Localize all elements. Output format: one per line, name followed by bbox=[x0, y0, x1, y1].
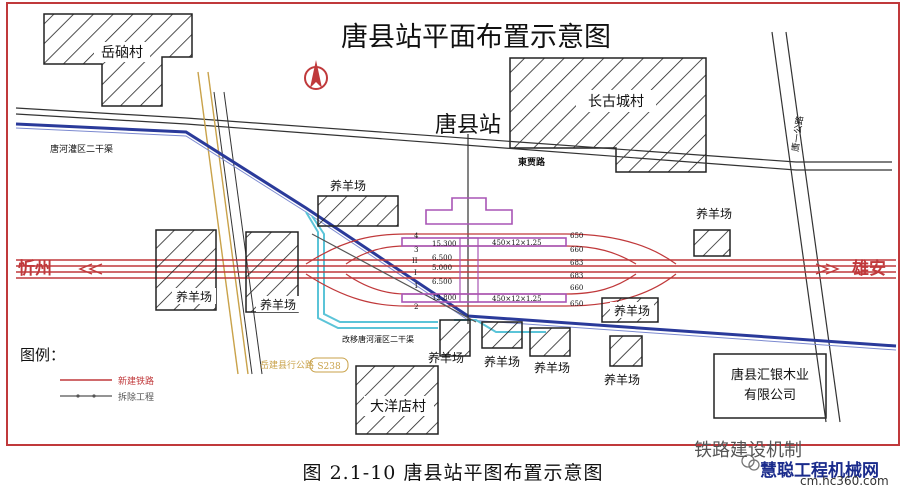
svg-text:养羊场: 养羊场 bbox=[260, 297, 296, 312]
direction-right: 雄安 bbox=[851, 258, 886, 279]
company-name-line1: 唐县汇银木业 bbox=[731, 367, 809, 383]
svg-text:养羊场: 养羊场 bbox=[696, 206, 732, 221]
svg-text:15.300: 15.300 bbox=[432, 240, 457, 248]
svg-text:650: 650 bbox=[570, 300, 583, 308]
track-left-numbers: 4 3 II I 1 2 bbox=[412, 232, 419, 311]
svg-text:1: 1 bbox=[414, 282, 418, 290]
sheep-farm-9: 养羊场 bbox=[604, 335, 643, 387]
county-road-code: S238 bbox=[317, 362, 341, 372]
legend-title: 图例： bbox=[20, 346, 65, 364]
svg-text:养羊场: 养羊场 bbox=[330, 178, 366, 193]
company-block: 唐县汇银木业 有限公司 bbox=[713, 353, 827, 419]
svg-text:660: 660 bbox=[570, 284, 583, 292]
figure-caption: 图 2.1-10 唐县站平图布置示意图 bbox=[302, 462, 604, 484]
svg-text:12.800: 12.800 bbox=[432, 294, 457, 302]
sheep-farm-6: 养羊场 bbox=[428, 319, 471, 365]
legend-item-demolition: 拆除工程 bbox=[118, 391, 154, 403]
sheep-farm-5: 养羊场 bbox=[601, 297, 659, 323]
svg-text:6.500: 6.500 bbox=[432, 254, 452, 262]
svg-text:养羊场: 养羊场 bbox=[428, 350, 464, 365]
svg-text:650: 650 bbox=[570, 232, 583, 240]
village-yuetian-label: 岳硇村 bbox=[101, 45, 143, 61]
watermark-line2: 慧聪工程机械网 bbox=[760, 461, 879, 481]
sheep-farm-7: 养羊场 bbox=[481, 321, 523, 369]
village-changgu: 长古城村 bbox=[509, 57, 707, 173]
mid-road-label: 東贾路 bbox=[518, 156, 546, 168]
sheep-farm-3: 养羊场 bbox=[317, 178, 399, 227]
svg-text:683: 683 bbox=[570, 259, 583, 267]
svg-text:5.000: 5.000 bbox=[432, 264, 452, 272]
svg-text:养羊场: 养羊场 bbox=[484, 354, 520, 369]
svg-text:3: 3 bbox=[414, 246, 418, 254]
svg-text:2: 2 bbox=[414, 303, 418, 311]
north-arrow-icon bbox=[304, 60, 328, 90]
track-right-numbers: 650 660 683 683 660 650 bbox=[570, 232, 583, 308]
canal-new-label: 改移唐河灌区二干渠 bbox=[342, 334, 414, 344]
svg-text:I: I bbox=[414, 269, 417, 277]
svg-text:660: 660 bbox=[570, 246, 583, 254]
station-layout-map: 唐县站平面布置示意图 岳硇村 长古城村 大洋店村 唐县汇银木业 有限公司 bbox=[6, 2, 900, 446]
svg-text:6.500: 6.500 bbox=[432, 278, 452, 286]
platform-top-dimension: 450×12×1.25 bbox=[492, 239, 542, 247]
station-building bbox=[425, 197, 513, 225]
upper-road bbox=[15, 107, 892, 171]
svg-text:4: 4 bbox=[414, 232, 419, 240]
svg-text:养羊场: 养羊场 bbox=[534, 360, 570, 375]
canal-old-label: 唐河灌区二干渠 bbox=[50, 143, 113, 155]
platform-top bbox=[401, 237, 567, 247]
diagram-title: 唐县站平面布置示意图 bbox=[341, 22, 611, 53]
legend-item-new-rail: 新建铁路 bbox=[118, 375, 154, 387]
platform-bottom bbox=[401, 293, 567, 303]
track-spacing-values: 15.300 6.500 5.000 6.500 12.800 bbox=[432, 240, 457, 302]
sheep-farm-2: 养羊场 bbox=[245, 231, 300, 313]
sheep-farm-8: 养羊场 bbox=[529, 327, 571, 375]
direction-left: 忻州 bbox=[18, 258, 52, 279]
watermark-line1: 铁路建设机制 bbox=[694, 440, 802, 461]
legend: 图例： 新建铁路 拆除工程 bbox=[20, 346, 154, 403]
village-dayang-label: 大洋店村 bbox=[370, 399, 426, 415]
county-road-label: 岳建县行公路 bbox=[260, 359, 314, 371]
watermark-line3: cm.hc360.com bbox=[800, 474, 889, 488]
sheep-farm-1: 养羊场 bbox=[155, 229, 217, 311]
center-platform-top bbox=[459, 237, 479, 303]
wechat-logo-icon bbox=[741, 454, 760, 471]
company-name-line2: 有限公司 bbox=[744, 388, 796, 403]
village-yuetian: 岳硇村 bbox=[43, 13, 193, 107]
station-name: 唐县站 bbox=[435, 113, 501, 138]
svg-text:683: 683 bbox=[570, 272, 583, 280]
direction-left-arrow-icon bbox=[78, 263, 103, 275]
platform-bottom-dimension: 450×12×1.25 bbox=[492, 295, 542, 303]
direction-right-arrow-icon bbox=[815, 263, 840, 275]
village-dayang: 大洋店村 bbox=[355, 365, 439, 435]
village-changgu-label: 长古城村 bbox=[588, 94, 644, 110]
svg-text:养羊场: 养羊场 bbox=[604, 372, 640, 387]
county-road bbox=[197, 71, 263, 375]
svg-text:养羊场: 养羊场 bbox=[176, 289, 212, 304]
sheep-farm-4: 养羊场 bbox=[693, 206, 732, 257]
svg-text:养羊场: 养羊场 bbox=[614, 303, 650, 318]
svg-text:II: II bbox=[412, 257, 418, 265]
